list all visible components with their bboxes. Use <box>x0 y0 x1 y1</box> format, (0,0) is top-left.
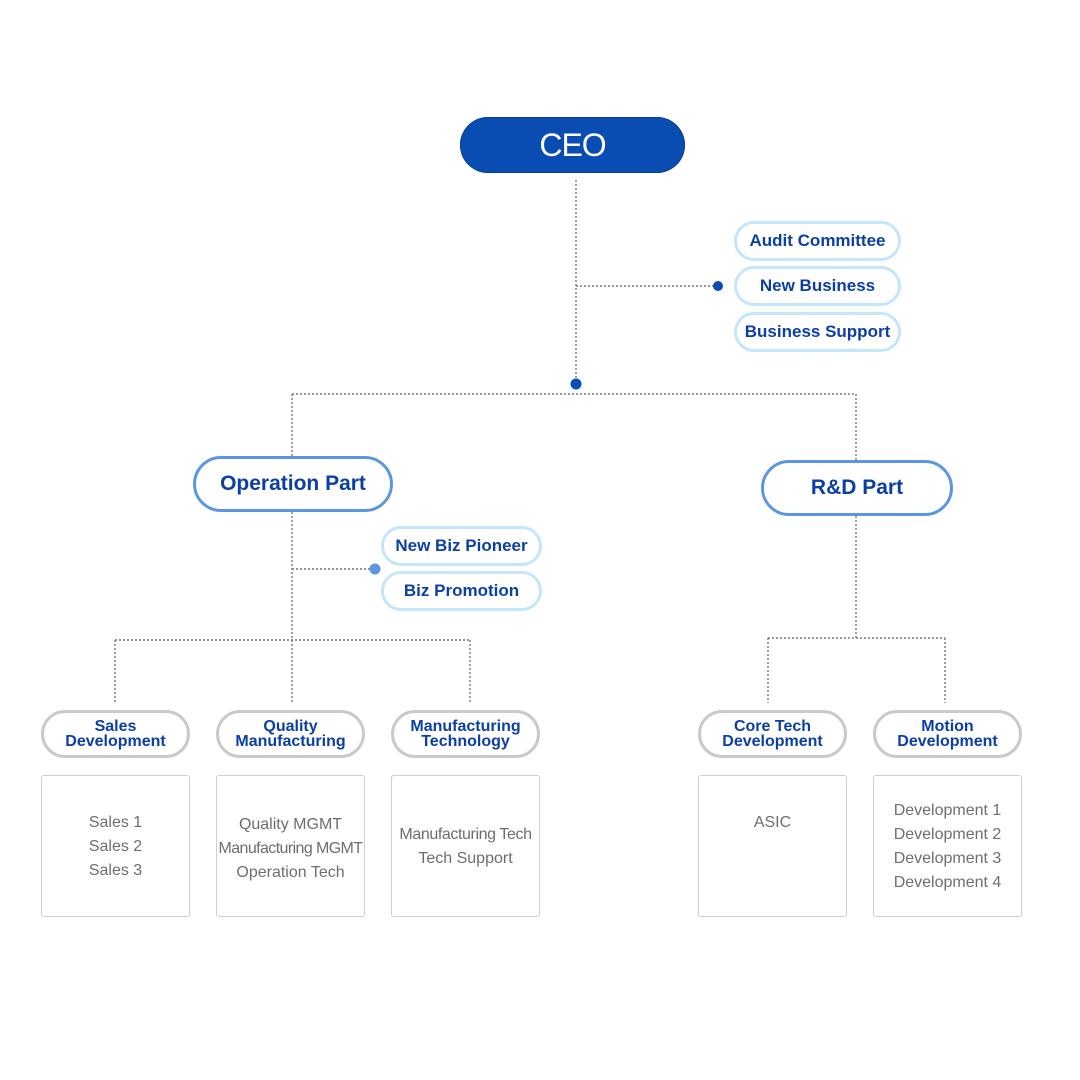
unit-item: Quality MGMT <box>238 816 343 833</box>
ceo-node: CEO <box>460 117 685 173</box>
unit-item: Development 2 <box>893 826 1002 843</box>
team-title-line: Motion <box>921 718 974 735</box>
staff-new-biz-pioneer: New Biz Pioneer <box>381 526 542 566</box>
unit-item: Development 3 <box>893 850 1002 867</box>
team-title-line: Quality <box>263 718 318 735</box>
team-motion-development: Motion Development <box>873 710 1022 758</box>
team-title-line: Development <box>897 733 998 750</box>
units-box-quality: Quality MGMT Manufacturing MGMT Operatio… <box>216 775 365 917</box>
unit-item: Manufacturing MGMT <box>218 840 364 857</box>
units-box-motion: Development 1 Development 2 Development … <box>873 775 1022 917</box>
ceo-main-junction-dot <box>570 378 582 390</box>
team-title-line: Development <box>722 733 823 750</box>
team-title-line: Core Tech <box>733 718 812 735</box>
unit-item: Tech Support <box>418 850 513 867</box>
unit-item: Sales 2 <box>88 838 143 855</box>
staff-biz-promotion: Biz Promotion <box>381 571 542 611</box>
operation-staff-junction-dot <box>369 563 381 575</box>
staff-business-support: Business Support <box>734 312 901 352</box>
staff-audit-committee: Audit Committee <box>734 221 901 261</box>
team-title-line: Sales <box>94 718 137 735</box>
team-title-line: Manufacturing <box>235 733 346 750</box>
rnd-part-node: R&D Part <box>761 460 953 516</box>
unit-item: Development 4 <box>893 874 1002 891</box>
staff-new-business: New Business <box>734 266 901 306</box>
unit-item: Sales 3 <box>88 862 143 879</box>
unit-item: Development 1 <box>893 802 1002 819</box>
ceo-staff-junction-dot <box>713 281 723 291</box>
team-title-line: Development <box>65 733 166 750</box>
team-sales-development: Sales Development <box>41 710 190 758</box>
operation-part-node: Operation Part <box>193 456 393 512</box>
units-box-core-tech: ASIC <box>698 775 847 917</box>
team-core-tech-development: Core Tech Development <box>698 710 847 758</box>
unit-item: Operation Tech <box>236 864 345 881</box>
units-box-manufacturing: Manufacturing Tech Tech Support <box>391 775 540 917</box>
unit-item: Manufacturing Tech <box>399 826 532 843</box>
team-manufacturing-technology: Manufacturing Technology <box>391 710 540 758</box>
team-quality-manufacturing: Quality Manufacturing <box>216 710 365 758</box>
team-title-line: Manufacturing <box>410 718 521 735</box>
unit-item: ASIC <box>753 814 792 831</box>
units-box-sales: Sales 1 Sales 2 Sales 3 <box>41 775 190 917</box>
unit-item: Sales 1 <box>88 814 143 831</box>
team-title-line: Technology <box>421 733 510 750</box>
